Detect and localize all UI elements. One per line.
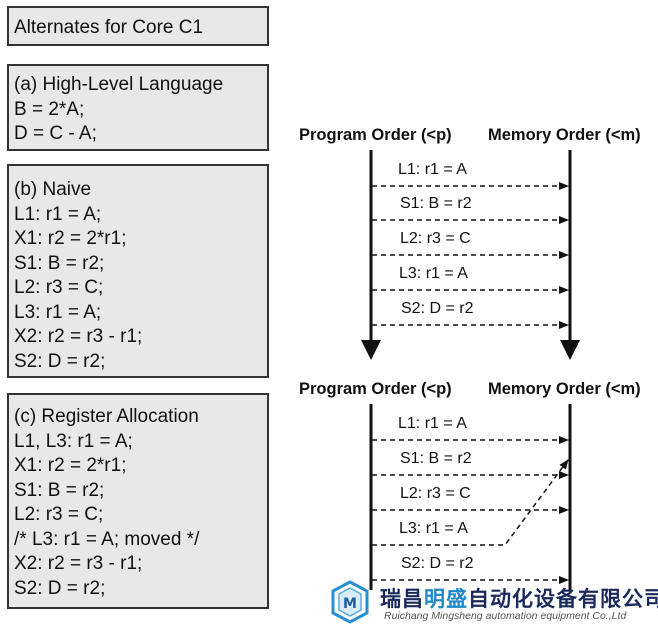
code-line: S2: D = r2; (14, 577, 106, 599)
op-label-L1-top: L1: r1 = A (398, 161, 467, 178)
code-line: L3: r1 = A; (14, 301, 102, 323)
company-name-english: Ruichang Mingsheng automation equipment … (384, 610, 627, 622)
panel-register-allocation: (c) Register Allocation L1, L3: r1 = A; … (7, 393, 269, 609)
program-order-label-top: Program Order (<p) (299, 126, 452, 144)
code-line: L1, L3: r1 = A; (14, 430, 133, 452)
op-label-S2-top: S2: D = r2 (401, 300, 474, 317)
code-line: B = 2*A; (14, 98, 85, 120)
code-line: S1: B = r2; (14, 252, 105, 274)
memory-order-arrowhead-top (560, 340, 580, 360)
panel-naive: (b) Naive L1: r1 = A; X1: r2 = 2*r1; S1:… (7, 164, 269, 378)
code-line: L1: r1 = A; (14, 203, 102, 225)
op-label-L2-top: L2: r3 = C (400, 230, 471, 247)
code-line: L2: r3 = C; (14, 504, 104, 525)
title-box: Alternates for Core C1 (7, 6, 269, 46)
code-line: X1: r2 = 2*r1; (14, 455, 127, 476)
panel-a-heading: (a) High-Level Language (14, 74, 224, 95)
company-name-part2: 自动化设备有限公司 (468, 588, 658, 611)
panel-b-heading: (b) Naive (14, 179, 92, 200)
memory-order-label-top: Memory Order (<m) (488, 126, 641, 144)
program-order-arrowhead-top (361, 340, 381, 360)
op-label-S1-top: S1: B = r2 (400, 195, 472, 212)
company-name: 瑞昌明盛自动化设备有限公司 (380, 583, 658, 613)
op-label-S2-bottom: S2: D = r2 (401, 555, 474, 572)
op-label-L3-top: L3: r1 = A (399, 265, 468, 282)
company-name-part1: 瑞昌 (380, 588, 424, 611)
code-line: D = C - A; (14, 123, 97, 144)
page-title: Alternates for Core C1 (14, 17, 204, 38)
panel-high-level-language: (a) High-Level Language B = 2*A; D = C -… (7, 64, 269, 151)
code-line: X2: r2 = r3 - r1; (14, 553, 143, 574)
code-line: S2: D = r2; (14, 350, 106, 372)
company-logo-icon: M (331, 580, 369, 624)
code-line: X1: r2 = 2*r1; (14, 228, 127, 249)
company-name-highlight: 明盛 (424, 588, 468, 611)
op-label-L1-bottom: L1: r1 = A (398, 415, 467, 432)
code-line: X2: r2 = r3 - r1; (14, 326, 143, 347)
code-line: /* L3: r1 = A; moved */ (14, 528, 200, 550)
code-line: L2: r3 = C; (14, 277, 104, 298)
op-label-L3-bottom: L3: r1 = A (399, 520, 468, 537)
program-order-label-bottom: Program Order (<p) (299, 380, 452, 398)
svg-text:M: M (343, 596, 357, 612)
panel-c-heading: (c) Register Allocation (14, 406, 199, 427)
code-line: S1: B = r2; (14, 479, 105, 501)
memory-order-label-bottom: Memory Order (<m) (488, 380, 641, 398)
op-label-S1-bottom: S1: B = r2 (400, 450, 472, 467)
op-label-L2-bottom: L2: r3 = C (400, 485, 471, 502)
